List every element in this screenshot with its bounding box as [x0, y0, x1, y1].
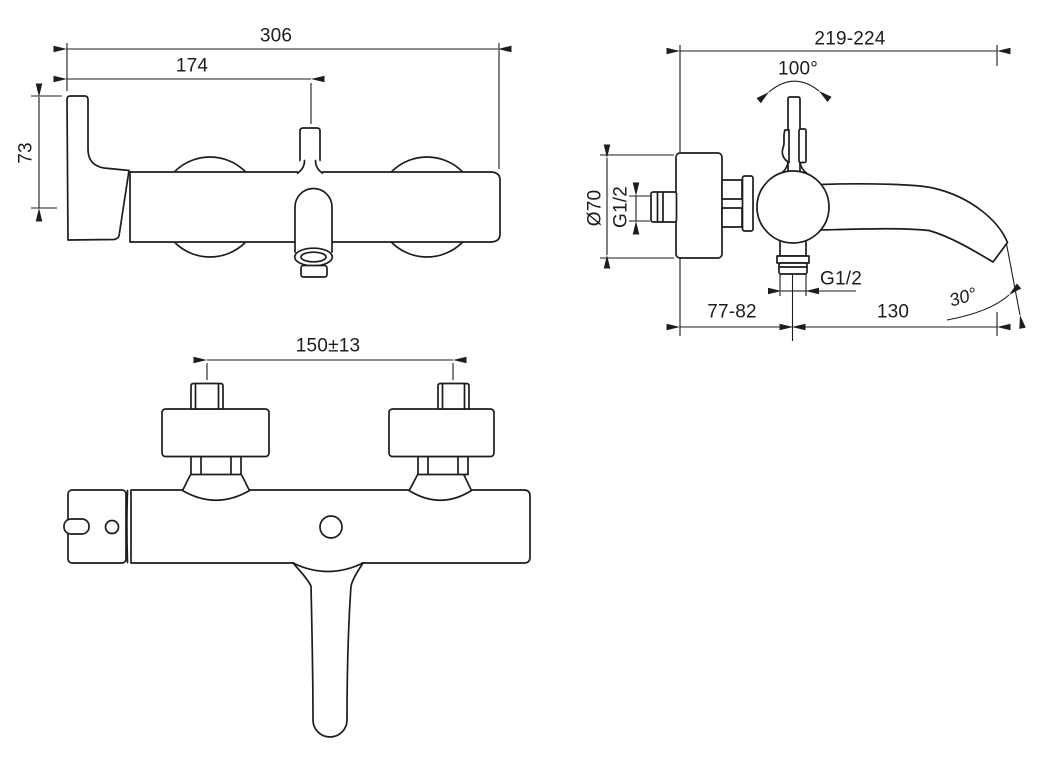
- outlet-thread: [778, 262, 808, 275]
- grip-hole: [104, 519, 120, 535]
- mixer-body-rear: [130, 489, 531, 564]
- left-wall-nipple: [190, 382, 224, 410]
- dim-inlet-thread: G1/2: [610, 186, 632, 228]
- dim-lever-swing-angle: 100°: [777, 58, 819, 80]
- dim-wall-to-outlet: 77-82: [707, 301, 757, 323]
- spout-front: [294, 187, 333, 253]
- lever-handle-front: [66, 95, 130, 241]
- mixer-ball-body: [756, 170, 830, 244]
- diverter-knob: [299, 127, 321, 162]
- dim-connection-spacing: 150±13: [295, 335, 361, 357]
- aerator-base: [300, 264, 328, 278]
- side-view: [600, 45, 1026, 341]
- right-union-nut: [417, 455, 469, 476]
- right-escutcheon-rear: [388, 408, 495, 458]
- right-wall-nipple: [437, 382, 470, 410]
- dim-lever-height: 73: [15, 142, 37, 164]
- front-view: [31, 43, 512, 278]
- dim-escutcheon-diameter: Ø70: [584, 189, 606, 227]
- dim-outlet-thread: G1/2: [820, 268, 862, 290]
- spout-side: [819, 182, 1009, 263]
- dim-depth-range: 219-224: [814, 28, 886, 50]
- rear-view: [63, 356, 531, 738]
- dim-overall-width: 306: [259, 25, 293, 47]
- dim-diverter-offset: 174: [175, 55, 209, 77]
- center-port-hole: [319, 515, 343, 539]
- lever-handle-rear: [292, 562, 364, 738]
- dim-outlet-to-spout-tip: 130: [876, 301, 910, 323]
- grip-slot: [63, 518, 90, 535]
- left-escutcheon-rear: [161, 408, 270, 458]
- left-union-nut: [190, 455, 242, 476]
- handle-clip: [781, 129, 790, 164]
- escutcheon-side: [675, 152, 723, 259]
